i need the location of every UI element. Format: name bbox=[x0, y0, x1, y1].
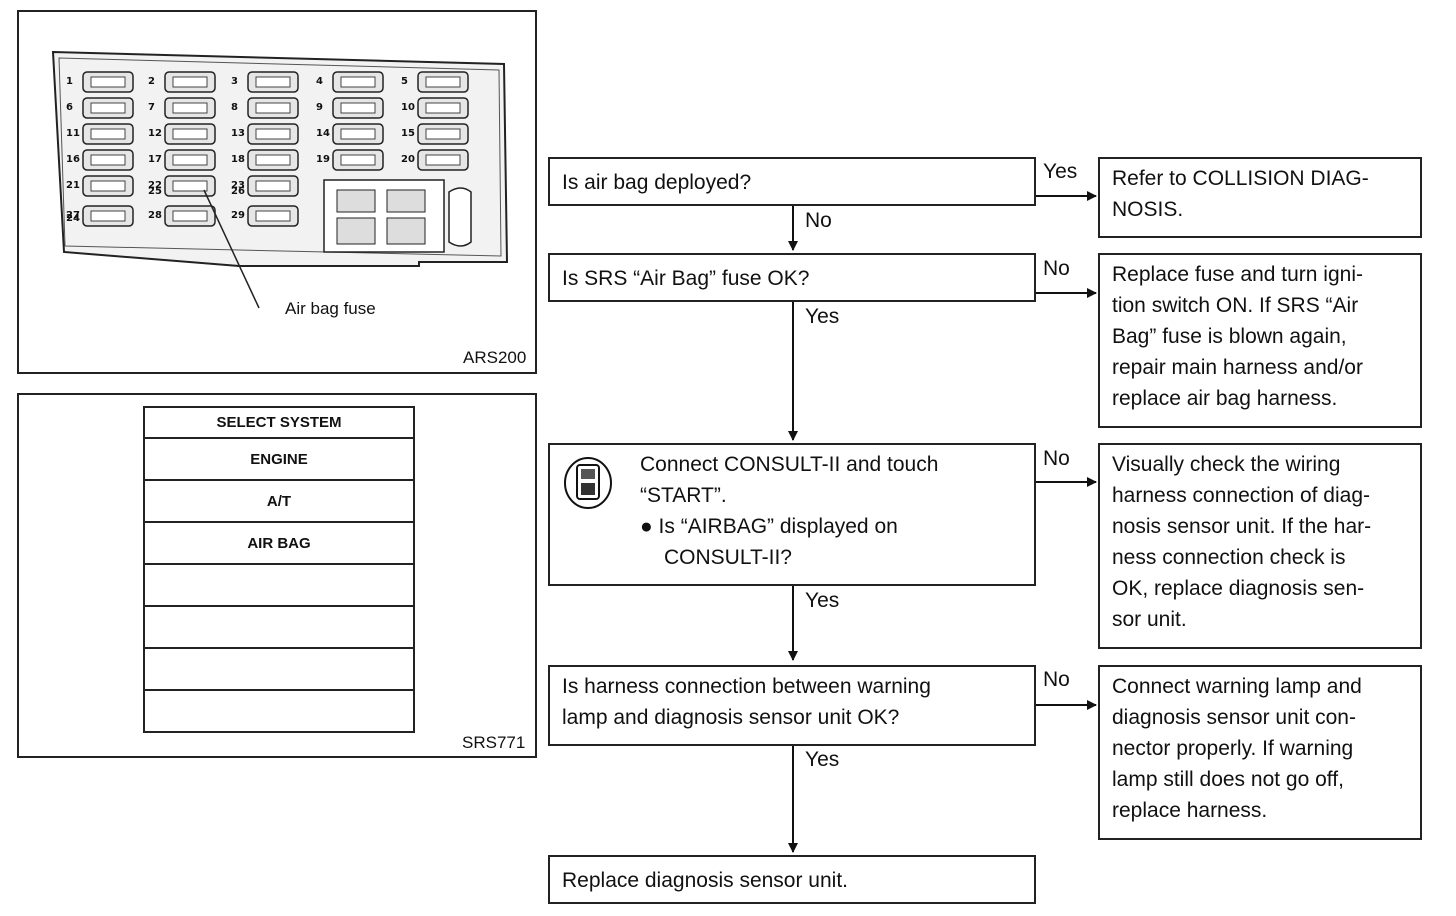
fuse-element bbox=[90, 76, 126, 88]
system-item-engine[interactable]: ENGINE bbox=[145, 439, 413, 481]
consult-tool-icon bbox=[564, 457, 612, 509]
label-yes: Yes bbox=[805, 305, 840, 328]
fuse-element bbox=[255, 128, 291, 140]
label-no: No bbox=[805, 209, 832, 232]
fuse-box-drawing: 1611162127271217222838131823294914195101… bbox=[51, 50, 509, 309]
fuse-number: 24 bbox=[66, 213, 80, 224]
label-yes: Yes bbox=[805, 748, 840, 771]
question-harness-connection: Is harness connection between warning la… bbox=[548, 665, 1036, 746]
figure-code: ARS200 bbox=[463, 348, 527, 367]
fuse-number: 5 bbox=[401, 76, 408, 87]
fuse-element bbox=[172, 102, 208, 114]
fuse-element bbox=[255, 180, 291, 192]
fuse-number: 15 bbox=[401, 128, 415, 139]
system-item-empty bbox=[145, 649, 413, 691]
action-collision-diagnosis: Refer to COLLISION DIAG- NOSIS. bbox=[1098, 157, 1422, 238]
fuse-element bbox=[172, 76, 208, 88]
fuse-label: Air bag fuse bbox=[285, 299, 376, 318]
fuse-element bbox=[255, 102, 291, 114]
fuse-number: 29 bbox=[231, 210, 245, 221]
label-yes: Yes bbox=[805, 589, 840, 612]
fuse-number: 27 bbox=[66, 210, 80, 221]
fuse-number: 10 bbox=[401, 102, 415, 113]
label-no: No bbox=[1043, 447, 1070, 470]
fuse-number: 25 bbox=[148, 186, 162, 197]
fuse-number: 12 bbox=[148, 128, 162, 139]
action-replace-fuse: Replace fuse and turn igni- tion switch … bbox=[1098, 253, 1422, 428]
fuse-element bbox=[340, 76, 376, 88]
fuse-element bbox=[172, 210, 208, 222]
question-consult-airbag: Connect CONSULT-II and touch “START”. ● … bbox=[548, 443, 1036, 586]
select-system-table: SELECT SYSTEM ENGINE A/T AIR BAG bbox=[143, 406, 415, 733]
fuse-element bbox=[425, 128, 461, 140]
fuse-number: 18 bbox=[231, 154, 245, 165]
fuse-element bbox=[340, 102, 376, 114]
action-check-wiring: Visually check the wiring harness connec… bbox=[1098, 443, 1422, 649]
label-no: No bbox=[1043, 257, 1070, 280]
question-airbag-deployed: Is air bag deployed? bbox=[548, 157, 1036, 206]
fuse-number: 16 bbox=[66, 154, 80, 165]
fuse-number: 2 bbox=[148, 76, 155, 87]
fuse-element bbox=[90, 128, 126, 140]
fuse-element bbox=[425, 102, 461, 114]
action-connect-warning-lamp: Connect warning lamp and diagnosis senso… bbox=[1098, 665, 1422, 840]
system-item-at[interactable]: A/T bbox=[145, 481, 413, 523]
fuse-number: 6 bbox=[66, 102, 73, 113]
fuse-number: 9 bbox=[316, 102, 323, 113]
fuse-element bbox=[90, 154, 126, 166]
system-item-airbag[interactable]: AIR BAG bbox=[145, 523, 413, 565]
fuse-number: 17 bbox=[148, 154, 162, 165]
label-yes: Yes bbox=[1043, 160, 1078, 183]
fuse-leader-line bbox=[203, 189, 260, 309]
fuse-element bbox=[425, 154, 461, 166]
fuse-number: 20 bbox=[401, 154, 415, 165]
fuse-number: 14 bbox=[316, 128, 330, 139]
label-no: No bbox=[1043, 668, 1070, 691]
fuse-number: 23 bbox=[231, 180, 245, 191]
fuse-number: 7 bbox=[148, 102, 155, 113]
fuse-element bbox=[255, 76, 291, 88]
consult-screen-figure bbox=[17, 393, 537, 758]
fuse-element bbox=[425, 76, 461, 88]
fuse-number: 4 bbox=[316, 76, 323, 87]
figure-code: SRS771 bbox=[462, 733, 526, 752]
fuse-number: 3 bbox=[231, 76, 238, 87]
fuse-element bbox=[255, 210, 291, 222]
fuse-number: 28 bbox=[148, 210, 162, 221]
bullet-icon: ● bbox=[640, 515, 653, 538]
fuse-number: 8 bbox=[231, 102, 238, 113]
fuse-element bbox=[340, 128, 376, 140]
fuse-element bbox=[172, 128, 208, 140]
system-item-empty bbox=[145, 607, 413, 649]
fuse-number: 22 bbox=[148, 180, 162, 191]
fuse-element bbox=[90, 180, 126, 192]
select-system-header: SELECT SYSTEM bbox=[145, 408, 413, 439]
fuse-number: 19 bbox=[316, 154, 330, 165]
final-replace-sensor: Replace diagnosis sensor unit. bbox=[548, 855, 1036, 904]
fuse-element bbox=[172, 180, 208, 192]
fuse-number: 13 bbox=[231, 128, 245, 139]
fuse-number: 11 bbox=[66, 128, 80, 139]
fuse-number: 21 bbox=[66, 180, 80, 191]
fuse-element bbox=[90, 210, 126, 222]
question-fuse-ok: Is SRS “Air Bag” fuse OK? bbox=[548, 253, 1036, 302]
fuse-element bbox=[90, 102, 126, 114]
fuse-element bbox=[340, 154, 376, 166]
fuse-number: 26 bbox=[231, 186, 245, 197]
fuse-number: 1 bbox=[66, 76, 73, 87]
fuse-element bbox=[255, 154, 291, 166]
fuse-element bbox=[172, 154, 208, 166]
system-item-empty bbox=[145, 565, 413, 607]
